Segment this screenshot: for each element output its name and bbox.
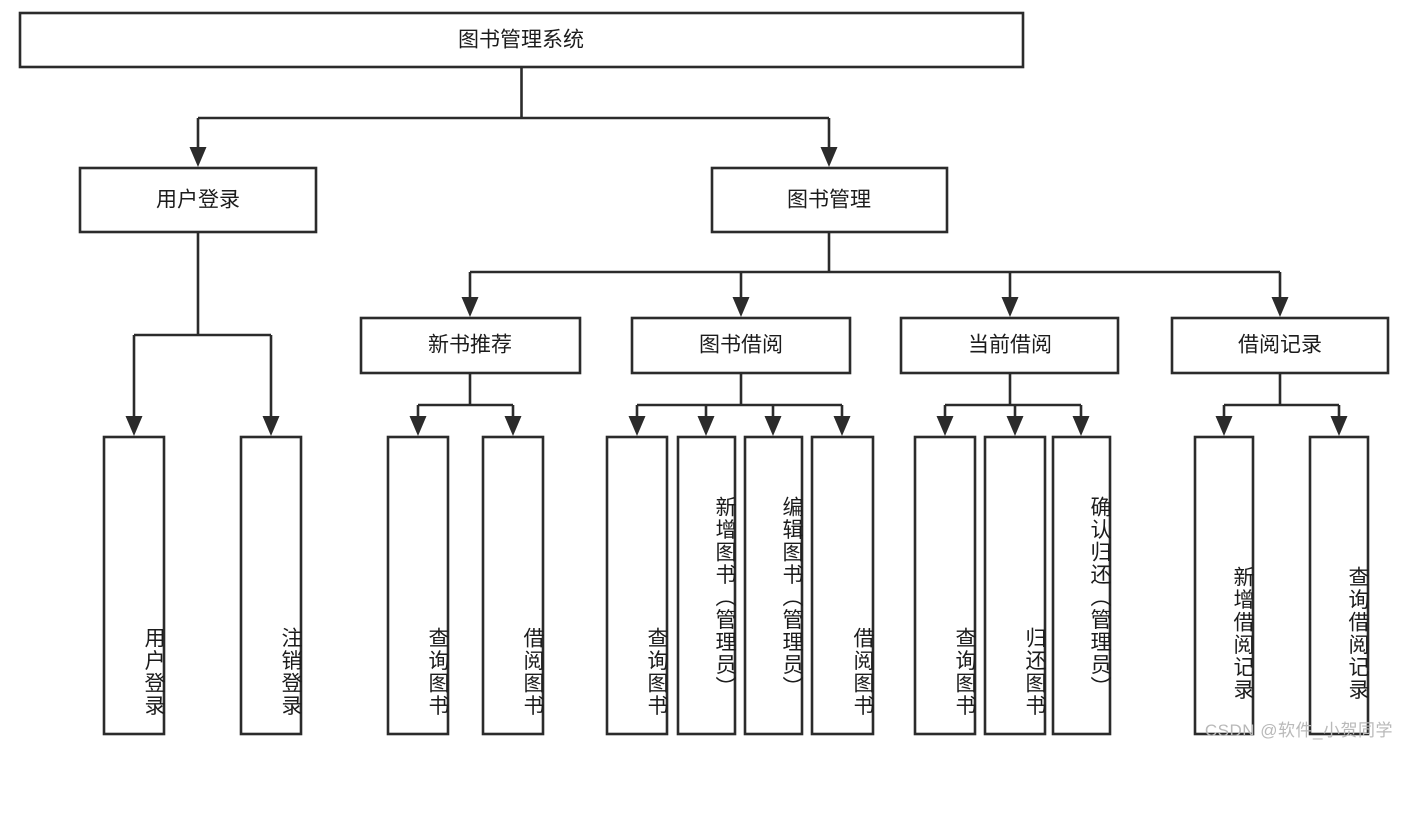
- node-book-borrow-label: 图书借阅: [699, 334, 783, 357]
- node-new-book-recommend[interactable]: 新书推荐: [359, 316, 582, 375]
- arrow-to-leaf-12: [1215, 416, 1233, 436]
- leaf-box-3[interactable]: [386, 435, 450, 736]
- arrow-to-leaf-7: [764, 416, 782, 436]
- arrow-to-leaf-2: [262, 416, 280, 436]
- node-book-management-box[interactable]: [710, 166, 949, 234]
- node-current-borrow-box[interactable]: [899, 316, 1120, 375]
- arrow-to-leaf-4: [504, 416, 522, 436]
- node-book-borrow[interactable]: 图书借阅: [630, 316, 852, 375]
- leaf-box-4[interactable]: [481, 435, 545, 736]
- arrow-to-book-borrow: [732, 297, 750, 317]
- node-user-login-label: 用户登录: [156, 189, 240, 212]
- leaf-box-8[interactable]: [810, 435, 875, 736]
- connector-layer: [125, 67, 1348, 436]
- arrow-to-new-book-rec: [461, 297, 479, 317]
- arrow-to-borrow-record: [1271, 297, 1289, 317]
- leaf-box-layer: [102, 435, 1370, 736]
- leaf-box-10[interactable]: [983, 435, 1047, 736]
- arrow-to-leaf-13: [1330, 416, 1348, 436]
- arrow-to-book-manage: [820, 147, 838, 167]
- arrow-to-leaf-5: [628, 416, 646, 436]
- node-book-management[interactable]: 图书管理: [710, 166, 949, 234]
- leaf-box-7[interactable]: [743, 435, 804, 736]
- arrow-to-leaf-8: [833, 416, 851, 436]
- leaf-box-6[interactable]: [676, 435, 737, 736]
- diagram-svg: 图书管理系统 用户登录 图书管理 新书推荐 图书借阅 当前借阅 借阅记录: [18, 11, 1390, 736]
- node-root-system[interactable]: 图书管理系统: [18, 11, 1025, 69]
- arrow-to-leaf-6: [697, 416, 715, 436]
- arrow-to-leaf-9: [936, 416, 954, 436]
- node-user-login-box[interactable]: [78, 166, 318, 234]
- node-borrow-record[interactable]: 借阅记录: [1170, 316, 1390, 375]
- arrow-to-leaf-11: [1072, 416, 1090, 436]
- node-borrow-record-label: 借阅记录: [1238, 334, 1322, 357]
- leaf-box-12[interactable]: [1193, 435, 1255, 736]
- node-current-borrow[interactable]: 当前借阅: [899, 316, 1120, 375]
- arrow-to-leaf-3: [409, 416, 427, 436]
- node-new-book-recommend-label: 新书推荐: [428, 334, 512, 357]
- node-root-system-box[interactable]: [18, 11, 1025, 69]
- leaf-box-2[interactable]: [239, 435, 303, 736]
- leaf-box-1[interactable]: [102, 435, 166, 736]
- node-new-book-recommend-box[interactable]: [359, 316, 582, 375]
- leaf-box-13[interactable]: [1308, 435, 1370, 736]
- node-user-login[interactable]: 用户登录: [78, 166, 318, 234]
- leaf-box-5[interactable]: [605, 435, 669, 736]
- arrow-to-user-login: [189, 147, 207, 167]
- node-root-system-label: 图书管理系统: [458, 29, 584, 52]
- arrow-to-current-borrow: [1001, 297, 1019, 317]
- node-book-borrow-box[interactable]: [630, 316, 852, 375]
- leaf-box-9[interactable]: [913, 435, 977, 736]
- node-borrow-record-box[interactable]: [1170, 316, 1390, 375]
- arrow-to-leaf-1: [125, 416, 143, 436]
- arrow-to-leaf-10: [1006, 416, 1024, 436]
- leaf-box-11[interactable]: [1051, 435, 1112, 736]
- diagram-canvas: 图书管理系统 用户登录 图书管理 新书推荐 图书借阅 当前借阅 借阅记录: [18, 11, 1393, 740]
- csdn-watermark: CSDN @软件_小贺同学: [1204, 721, 1393, 740]
- node-current-borrow-label: 当前借阅: [968, 334, 1052, 357]
- node-book-management-label: 图书管理: [787, 189, 871, 212]
